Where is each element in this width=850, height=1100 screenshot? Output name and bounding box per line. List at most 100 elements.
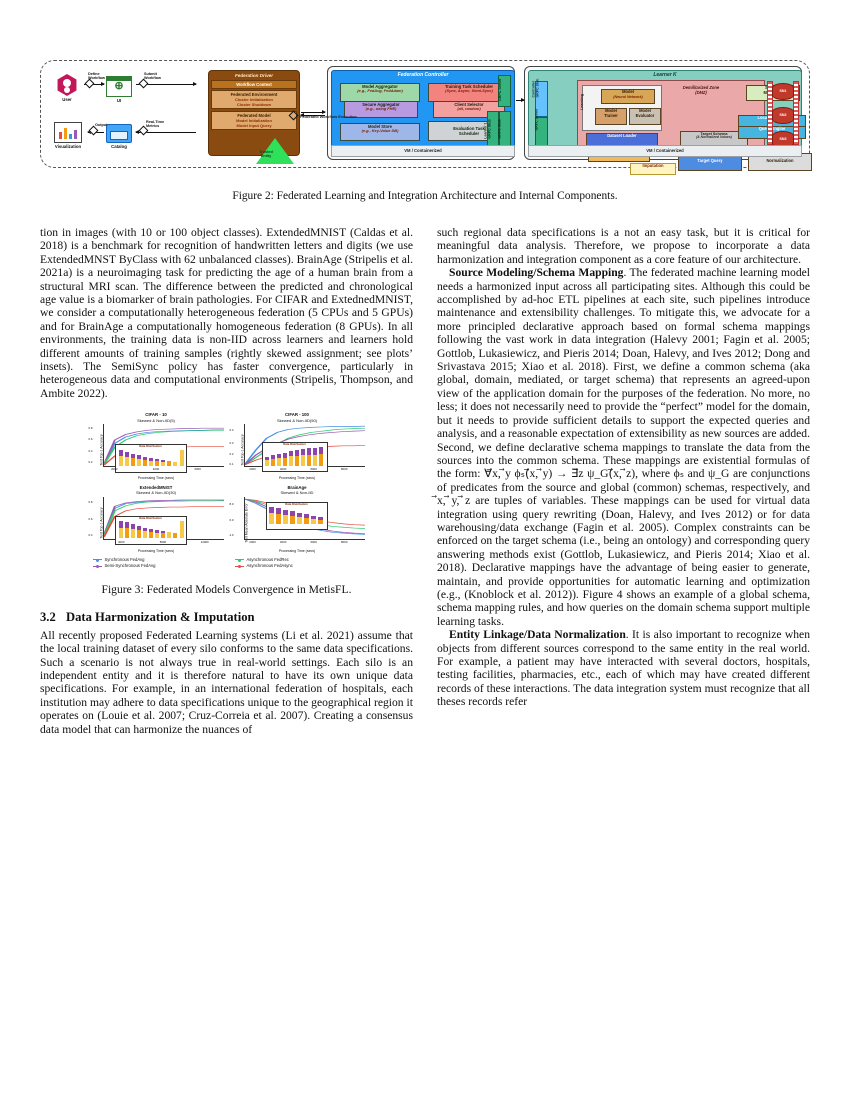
figure-3-caption: Figure 3: Federated Models Convergence i… [101, 583, 352, 597]
schema-mapping-formula: ∀⃗x, ⃗y ϕₛ(⃗x, ⃗y) → ∃⃗z ψ_G(⃗x, ⃗z) [484, 467, 636, 481]
trusted-entity-triangle [256, 138, 294, 164]
section-title: Data Harmonization & Imputation [66, 609, 255, 624]
federation-driver-title: Federation Driver [234, 73, 274, 78]
plot-brainage-inset: Data Distribution [265, 501, 328, 530]
training-task-scheduler-label: Training Task Scheduler [444, 84, 494, 89]
section-heading-3-2: 3.2 Data Harmonization & Imputation [40, 610, 413, 625]
plot-cifar100-inset: Data Distribution [261, 442, 328, 472]
dmz-region: Demilitarized Zone(DMZ) Learning Model (… [577, 80, 812, 175]
federated-model-title: Federated Model [237, 113, 271, 118]
entity-linkage-body: . It is also important to recognize when… [437, 628, 810, 709]
controller-vm-label: VM / Containerized [331, 145, 515, 157]
plot-extendedmnist: ExtendedMNIST Skewed & Non-IID(30) Test … [87, 485, 226, 553]
imputation-box: Imputation [630, 163, 676, 175]
plot-cifar100-xlabel: Processing Time (secs) [278, 476, 316, 480]
right-paragraph-1: such regional data specifications is a n… [437, 226, 810, 266]
source-modeling-heading: Source Modeling/Schema Mapping [449, 266, 624, 280]
federated-environment-title: Federated Environment [230, 92, 278, 97]
user-label: User [62, 97, 72, 102]
source-modeling-body-tail: , where ϕₛ and ψ_G are conjunctions of p… [437, 467, 811, 628]
source-node-1: SN1 [772, 83, 794, 100]
right-paragraph-2: Source Modeling/Schema Mapping. The fede… [437, 266, 810, 628]
legend-item-async-fedrec: Asynchronous FedRec [234, 557, 367, 563]
catalog-label: Catalog [111, 144, 127, 149]
controller-grpc-server: GRPC Server [498, 75, 511, 107]
right-paragraph-3: Entity Linkage/Data Normalization. It is… [437, 628, 810, 708]
plot-brainage-title: BrainAge [287, 485, 307, 490]
visualization-node: Visualization [48, 122, 88, 149]
model-input-query-label: Model Input Query [236, 123, 272, 128]
figure-3-legend: Synchronous FedAvg Asynchronous FedRec S… [87, 557, 367, 570]
ui-label: UI [116, 98, 122, 103]
plot-extendedmnist-inset: Data Distribution [114, 515, 187, 545]
diamond-marker [288, 110, 299, 121]
plot-brainage-xlabel: Processing Time (secs) [278, 548, 316, 553]
inset-title: Data Distribution [283, 442, 306, 446]
plot-cifar10-inset: Data Distribution [114, 444, 187, 473]
inset-title: Data Distribution [139, 444, 162, 448]
right-column: such regional data specifications is a n… [437, 226, 810, 736]
section-number: 3.2 [40, 609, 56, 624]
federated-environment-box: Federated Environment Cluster Initializa… [211, 90, 297, 109]
figure-3: CIFAR - 10 Skewed & Non-IID(5) Test Top-… [87, 412, 367, 569]
federation-controller-panel: Federation Controller Model Aggregator (… [327, 66, 515, 160]
secure-aggregator-sublabel: (e.g., using FHE) [365, 106, 397, 112]
federation-driver-panel: Federation Driver Workflow Context Feder… [208, 70, 300, 156]
plot-cifar100-subtitle: Skewed & Non-IID(50) [276, 417, 317, 423]
model-aggregator-label: Model Aggregator [362, 84, 398, 89]
learner-vm-label: VM / Containerized [528, 145, 802, 157]
cluster-shutdown-label: Cluster Shutdown [236, 102, 272, 107]
arrow-define-workflow [84, 82, 105, 86]
learner-k-title: Learner K [653, 72, 677, 78]
figure2-outer-boundary [40, 60, 810, 168]
target-schema-label: Target Schema [700, 132, 728, 136]
plot-cifar100: CIFAR - 100 Skewed & Non-IID(50) Test To… [228, 412, 367, 480]
figure-3-plot-grid: CIFAR - 10 Skewed & Non-IID(5) Test Top-… [87, 412, 367, 553]
plot-cifar100-title: CIFAR - 100 [285, 412, 309, 418]
left-paragraph-2: All recently proposed Federated Learning… [40, 628, 413, 736]
model-store-box: Model Store (e.g., Key-Value DB) [340, 123, 420, 141]
federation-controller-title: Federation Controller [397, 72, 449, 78]
target-schema-sublabel: (& Normalized Values) [696, 135, 732, 140]
federated-workflow-execution-legend: Federated Workflow Execution [288, 110, 357, 121]
plot-cifar10-title: CIFAR - 10 [145, 412, 167, 418]
federation-controller-inner: Federation Controller Model Aggregator (… [331, 70, 515, 150]
entity-linkage-heading: Entity Linkage/Data Normalization [449, 628, 626, 642]
plot-cifar10-subtitle: Skewed & Non-IID(5) [137, 417, 175, 423]
left-paragraph-1: tion in images (with 10 or 100 object cl… [40, 226, 413, 400]
plot-cifar10-xlabel: Processing Time (secs) [137, 476, 175, 480]
learner-k-grpc-stub: GRPC Stub [498, 111, 511, 147]
source-modeling-body: . The federated machine learning model n… [437, 266, 810, 481]
left-column: tion in images (with 10 or 100 object cl… [40, 226, 413, 736]
model-store-sublabel: (e.g., Key-Value DB) [361, 128, 399, 134]
secure-aggregator-label: Secure Aggregator [362, 102, 400, 107]
model-aggregator-sublabel: (e.g., FedAvg, FedAdam) [357, 88, 403, 94]
grpc-server-label: GRPC Server [498, 78, 502, 101]
model-sublabel: (Neural Network) [613, 94, 643, 99]
plot-extendedmnist-subtitle: Skewed & Non-IID(30) [135, 490, 176, 496]
model-store-label: Model Store [368, 124, 392, 129]
catalog-icon [106, 124, 132, 143]
chart-icon [54, 122, 82, 143]
model-label: Model [622, 89, 634, 94]
arrow-realtime-metrics [135, 130, 196, 134]
user-flow-cluster: User UI Catalog Visualization DefineWork… [48, 66, 198, 164]
catalog-node: Catalog [104, 124, 134, 149]
model-initialization-label: Model Initialization [236, 118, 272, 123]
source-node-2: SN2 [772, 107, 794, 124]
figure-2: User UI Catalog Visualization DefineWork… [40, 56, 812, 202]
